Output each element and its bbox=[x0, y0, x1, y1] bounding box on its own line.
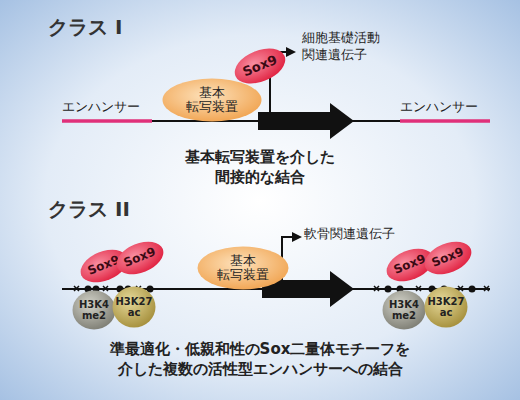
histone-mark: H3K27 ac bbox=[112, 286, 156, 328]
ellipse-shape bbox=[230, 42, 291, 91]
motif-dot bbox=[385, 286, 392, 293]
motif-dot bbox=[469, 286, 476, 293]
enhancer-segment bbox=[400, 119, 490, 123]
ellipse-shape bbox=[113, 287, 156, 328]
ellipse-shape bbox=[198, 247, 289, 290]
ellipse-shape bbox=[73, 291, 116, 330]
enhancer-segment bbox=[62, 119, 152, 123]
description: 準最適化・低親和性のSox二量体モチーフを 介した複数の活性型エンハンサーへの結… bbox=[70, 340, 450, 379]
ellipse-shape bbox=[425, 287, 468, 328]
histone-mark: H3K27 ac bbox=[424, 286, 468, 328]
transcription-machinery: 基本 転写装置 bbox=[162, 78, 262, 122]
enhancer-label: エンハンサー bbox=[400, 99, 495, 116]
mismatch-mark bbox=[103, 286, 108, 291]
mismatch-mark bbox=[416, 286, 421, 291]
mismatch-mark bbox=[374, 286, 379, 291]
node-text: 基本 転写装置 bbox=[182, 86, 242, 115]
transcription-machinery: 基本 転写装置 bbox=[197, 246, 289, 290]
histone-mark: H3K4 me2 bbox=[382, 290, 426, 330]
ellipse-shape bbox=[163, 79, 262, 122]
enhancer-label: エンハンサー bbox=[62, 99, 157, 116]
mismatch-mark bbox=[484, 286, 489, 291]
node-text: H3K27 ac bbox=[115, 296, 153, 318]
node-text: 基本 転写装置 bbox=[213, 254, 273, 283]
node-text: H3K4 me2 bbox=[76, 299, 112, 321]
section-heading: クラス I bbox=[48, 14, 168, 40]
mismatch-mark bbox=[458, 286, 463, 291]
description: 基本転写装置を介した 間接的な結合 bbox=[150, 148, 370, 187]
gene-arrow bbox=[258, 103, 354, 139]
gene-label: 軟骨関連遺伝子 bbox=[304, 226, 434, 243]
mismatch-mark bbox=[74, 286, 79, 291]
node-text: H3K4 me2 bbox=[386, 299, 422, 321]
ellipse-shape bbox=[383, 291, 426, 330]
node-text: H3K27 ac bbox=[427, 296, 465, 318]
section-heading: クラス II bbox=[48, 196, 168, 222]
gene-label: 細胞基礎活動 関連遺伝子 bbox=[302, 30, 392, 64]
ellipse-shape bbox=[420, 235, 476, 280]
ellipse-shape bbox=[112, 235, 168, 280]
histone-mark: H3K4 me2 bbox=[72, 290, 116, 330]
